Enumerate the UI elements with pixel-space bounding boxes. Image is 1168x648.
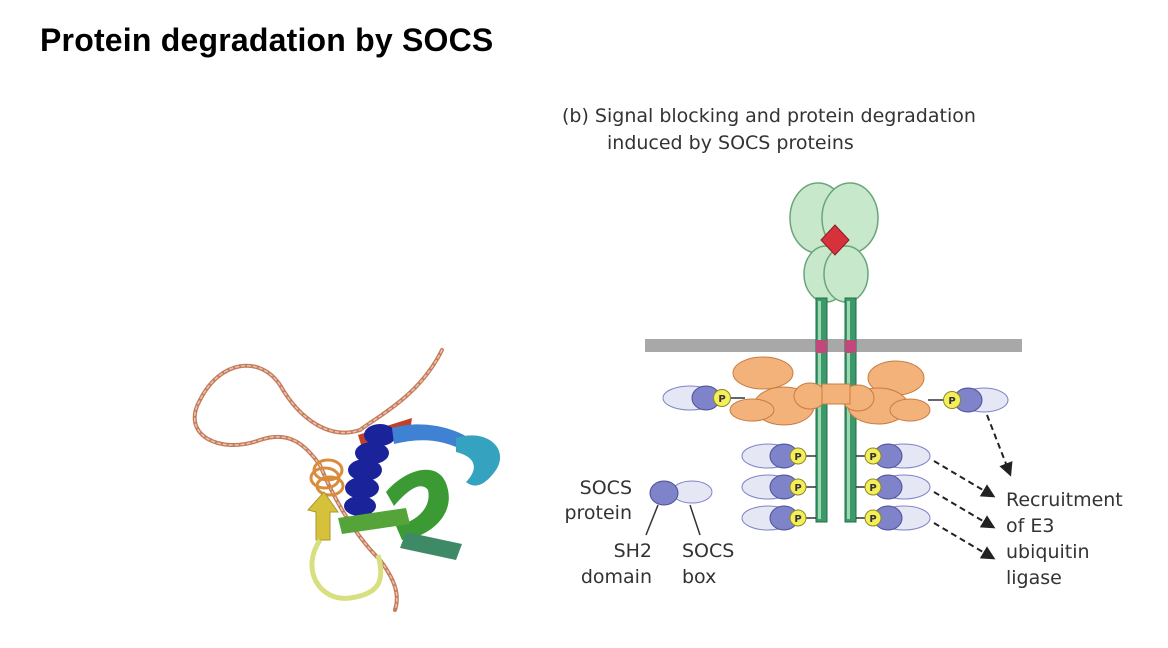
socs-protein-receptor-right-3: P bbox=[856, 505, 931, 531]
green-strand bbox=[338, 508, 410, 534]
phospho-label: P bbox=[869, 452, 876, 463]
socs-protein-receptor-right-2: P bbox=[856, 474, 931, 500]
socs-protein-right-jak: P bbox=[928, 387, 1009, 413]
jak-dimer-bridge bbox=[821, 383, 851, 405]
cell-membrane bbox=[645, 339, 1022, 352]
label-sh2-line1: SH2 bbox=[614, 540, 652, 562]
diagram-caption: (b) Signal blocking and protein degradat… bbox=[562, 103, 1082, 157]
label-recruitment-line2: of E3 bbox=[1006, 515, 1054, 537]
teal-green-strand bbox=[400, 532, 462, 560]
yellow-strand bbox=[307, 491, 339, 541]
socs-signaling-diagram: P P P P P P bbox=[564, 182, 1123, 589]
label-socs-box-line1: SOCS bbox=[682, 540, 734, 562]
blue-helix bbox=[344, 424, 396, 516]
socs-legend bbox=[645, 480, 713, 536]
phospho-label: P bbox=[794, 514, 801, 525]
label-socs-protein-line1: SOCS bbox=[580, 477, 632, 499]
phospho-label: P bbox=[718, 394, 725, 405]
caption-line-1: (b) Signal blocking and protein degradat… bbox=[562, 105, 976, 127]
green-sheet bbox=[386, 469, 449, 540]
label-recruitment-line1: Recruitment bbox=[1006, 489, 1123, 511]
ligand-diamond bbox=[820, 224, 850, 256]
label-recruitment-line3: ubiquitin bbox=[1006, 541, 1090, 563]
slide-title: Protein degradation by SOCS bbox=[40, 22, 494, 58]
phospho-label: P bbox=[794, 452, 801, 463]
recruitment-arrows bbox=[933, 414, 1013, 560]
light-blue-strand bbox=[392, 424, 472, 452]
cyan-helix bbox=[456, 435, 501, 486]
socs-protein-left-jak: P bbox=[662, 385, 745, 411]
label-socs-box-line2: box bbox=[682, 566, 716, 588]
socs-protein-ribbon-structure bbox=[192, 348, 501, 612]
phospho-label: P bbox=[869, 514, 876, 525]
socs-protein-receptor-right-1: P bbox=[856, 443, 931, 469]
phospho-label: P bbox=[794, 483, 801, 494]
label-recruitment-line4: ligase bbox=[1006, 567, 1062, 589]
socs-protein-receptor-left-1: P bbox=[741, 443, 816, 469]
label-sh2-line2: domain bbox=[581, 566, 652, 588]
caption-line-2: induced by SOCS proteins bbox=[607, 132, 854, 154]
socs-protein-receptor-left-2: P bbox=[741, 474, 816, 500]
phospho-label: P bbox=[948, 396, 955, 407]
phospho-label: P bbox=[869, 483, 876, 494]
socs-protein-receptor-left-3: P bbox=[741, 505, 816, 531]
label-socs-protein-line2: protein bbox=[564, 502, 632, 524]
jak-kinase-left bbox=[729, 356, 827, 426]
orange-helix bbox=[309, 458, 345, 497]
yellow-green-loop bbox=[309, 538, 384, 601]
